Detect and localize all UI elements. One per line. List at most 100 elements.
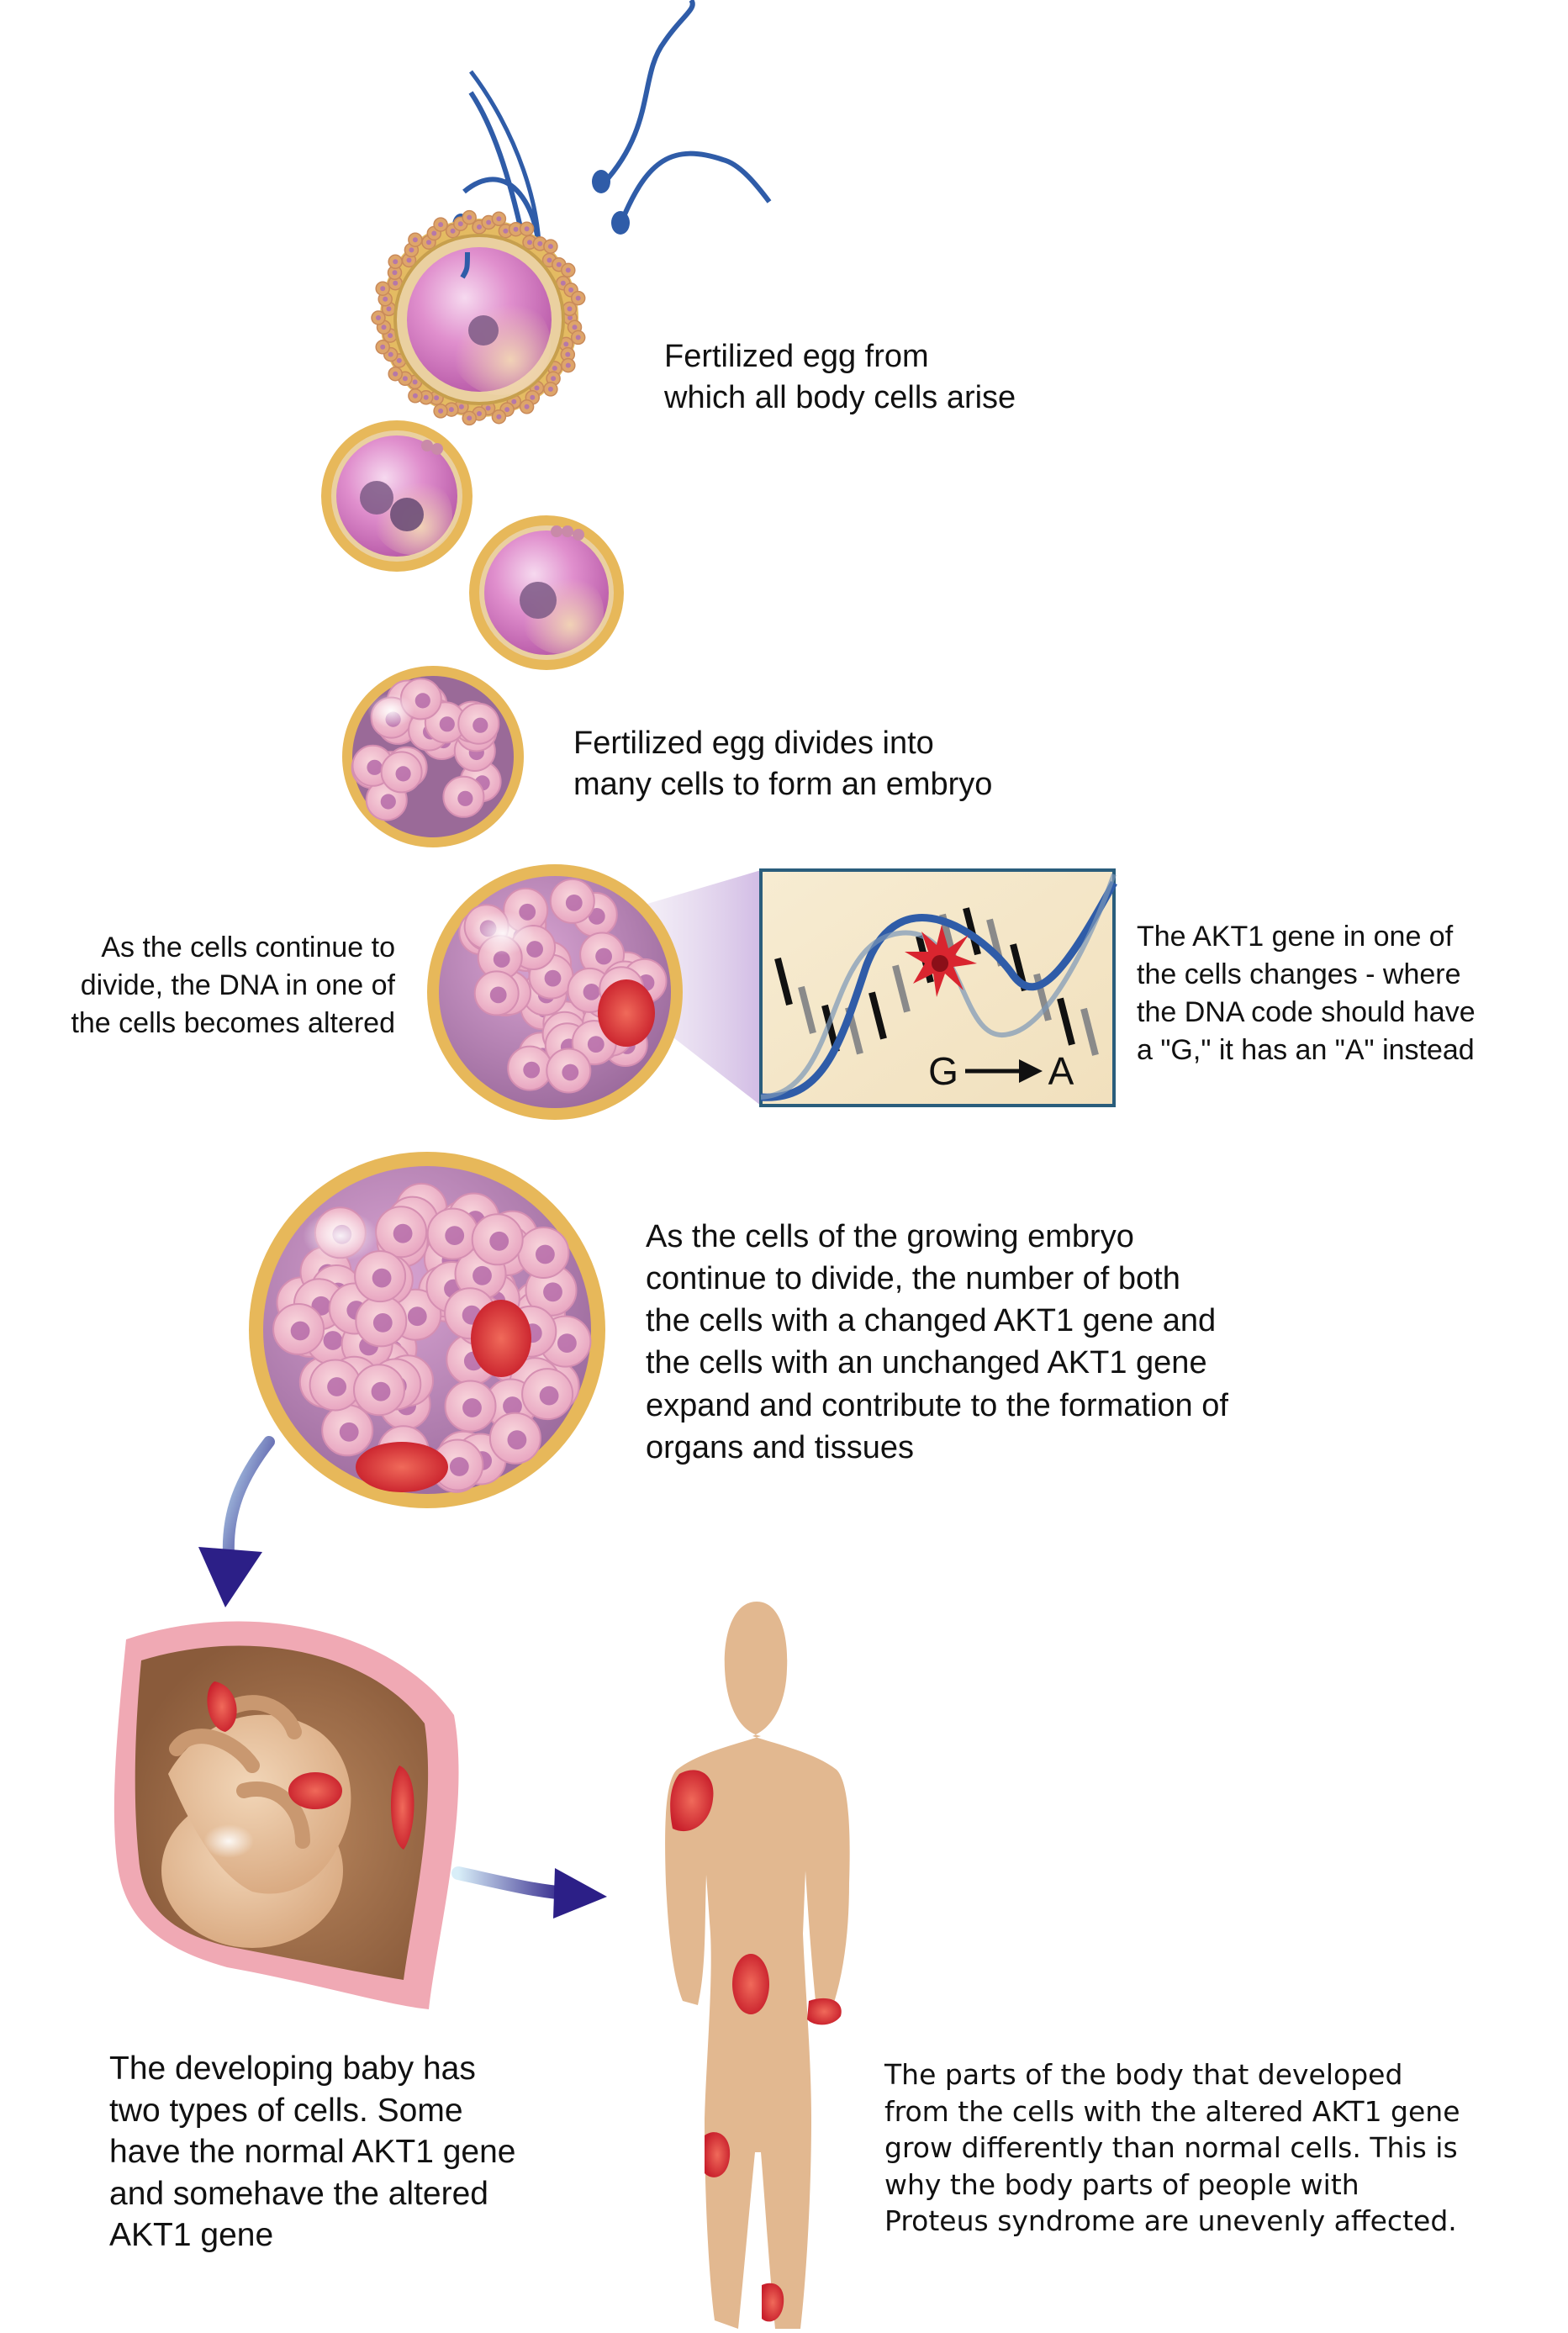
arrow-right <box>451 1866 607 1919</box>
corona-cell-nucleus <box>392 270 398 276</box>
corona-cell-nucleus <box>426 240 431 245</box>
egg-nucleus <box>468 315 499 346</box>
corona-cell-nucleus <box>511 399 517 404</box>
corona-cell-nucleus <box>485 405 491 411</box>
embryo-cell-nucleus <box>473 717 488 733</box>
embryo-cell-nucleus <box>519 903 536 921</box>
altered-region-womb-2 <box>288 1772 342 1809</box>
embryo-cell-nucleus <box>507 1430 527 1450</box>
altered-region-knee <box>705 2132 731 2177</box>
embryo-cell-nucleus <box>473 1265 492 1285</box>
embryo-cell-nucleus <box>339 1422 359 1442</box>
corona-cell-nucleus <box>393 371 399 377</box>
embryo-cell-nucleus <box>489 986 507 1004</box>
corona-cell-nucleus <box>565 362 571 368</box>
altered-region-hip <box>732 1954 769 2014</box>
corona-cell-nucleus <box>458 404 464 409</box>
corona-cell-nucleus <box>547 244 553 250</box>
dna-base-to: A <box>1048 1049 1074 1093</box>
embryo-cell-nucleus <box>493 951 510 968</box>
corona-cell-nucleus <box>448 407 454 413</box>
two-cell-stage-illustration <box>321 420 624 670</box>
corona-cell-nucleus <box>383 296 388 302</box>
corona-cell-nucleus <box>380 286 386 292</box>
embryo-cell-nucleus <box>393 1223 413 1243</box>
embryo-cell-nucleus <box>323 1331 343 1350</box>
corona-cell-nucleus <box>467 415 473 421</box>
corona-cell-nucleus <box>575 295 581 301</box>
magnification-cone <box>647 870 761 1106</box>
corona-cell-nucleus <box>393 280 399 286</box>
corona-cell-nucleus <box>568 287 574 293</box>
corona-cell-nucleus <box>565 351 571 357</box>
dna-base-pair <box>798 985 816 1034</box>
embryo-cell-nucleus <box>395 766 411 782</box>
corona-cell-nucleus <box>457 221 463 227</box>
corona-cell-nucleus <box>409 247 414 253</box>
embryo-cell-nucleus <box>557 1333 577 1353</box>
sperm-tail-2 <box>601 0 695 186</box>
dna-mutation-inset: G A <box>759 868 1117 1107</box>
embryo-cell-nucleus <box>445 1226 465 1245</box>
embryo-cell-nucleus <box>380 794 396 810</box>
corona-cell-nucleus <box>496 414 502 420</box>
corona-cell-nucleus <box>504 407 510 413</box>
embryo-cell-nucleus <box>449 1457 469 1476</box>
growing-embryo-illustration <box>249 1152 605 1508</box>
corona-cell-nucleus <box>388 351 393 357</box>
embryo-cell-nucleus <box>327 1377 346 1396</box>
embryo-cell-nucleus <box>407 1306 427 1327</box>
corona-cell-nucleus <box>567 306 573 312</box>
corona-cell-nucleus <box>513 226 519 232</box>
dna-base-pair <box>892 964 911 1013</box>
corona-cell-nucleus <box>438 408 444 414</box>
embryo-cell-nucleus <box>587 1036 604 1053</box>
embryo-cell-nucleus <box>543 1282 562 1302</box>
embryo-cell-nucleus <box>372 1313 393 1333</box>
corona-cell-nucleus <box>412 237 418 243</box>
corona-cell-nucleus <box>388 333 393 339</box>
corona-cell-nucleus <box>396 357 402 363</box>
embryo-cell-nucleus <box>562 1064 579 1081</box>
embryo-cell-nucleus <box>526 941 543 958</box>
corona-cell-nucleus <box>547 386 553 392</box>
embryo-cell-nucleus <box>523 1061 541 1079</box>
corona-cell-nucleus <box>563 341 569 347</box>
embryo-cell-nucleus <box>539 1386 559 1406</box>
corona-cell-nucleus <box>431 230 437 236</box>
person-silhouette <box>665 1602 850 2329</box>
sperm-head-3 <box>611 211 630 235</box>
corona-cell-nucleus <box>386 306 392 312</box>
corona-cell-nucleus <box>406 257 412 263</box>
altered-region-hand <box>807 1998 842 2025</box>
corona-cell-nucleus <box>575 335 581 340</box>
embryo-cell-nucleus <box>536 1244 555 1264</box>
dna-base-pair <box>774 958 793 1006</box>
corona-cell-nucleus <box>380 344 386 350</box>
dna-base-from: G <box>928 1049 958 1093</box>
altered-region-foot <box>762 2283 784 2322</box>
corona-cell-nucleus <box>565 267 571 273</box>
corona-cell-nucleus <box>477 411 482 416</box>
womb-fetus-illustration <box>114 1621 459 2009</box>
corona-cell-nucleus <box>376 315 381 320</box>
corona-cell-nucleus <box>551 376 557 382</box>
corona-cell-nucleus <box>556 261 562 267</box>
altered-cells-red-1 <box>471 1300 531 1377</box>
embryo-cell-nucleus <box>544 969 562 987</box>
dna-base-pair <box>868 991 887 1040</box>
embryo-cell-nucleus <box>583 984 600 1000</box>
altered-region-womb-1 <box>207 1681 237 1732</box>
corona-cell-nucleus <box>546 257 552 263</box>
corona-cell-nucleus <box>486 219 492 225</box>
embryo-cell-nucleus <box>439 716 455 732</box>
altered-region-shoulder <box>670 1770 714 1832</box>
corona-cell-nucleus <box>560 280 566 286</box>
dna-base-pair <box>1080 1007 1099 1056</box>
corona-cell-nucleus <box>537 240 543 246</box>
